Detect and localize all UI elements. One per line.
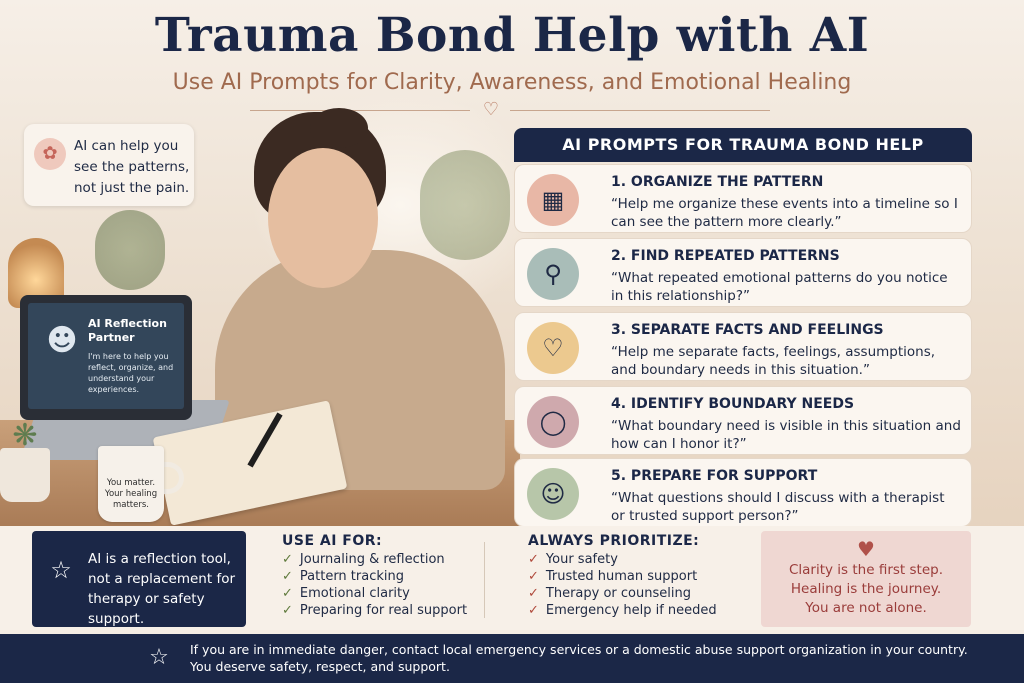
reflection-tool-box: ☆ AI is a reflection tool, not a replace… <box>32 531 246 627</box>
prompt-text: “What repeated emotional patterns do you… <box>611 270 948 304</box>
list-item: ✓Journaling & reflection <box>282 552 445 567</box>
plant-pot <box>0 448 50 502</box>
laptop-text: I'm here to help you reflect, organize, … <box>88 352 174 394</box>
heart-icon: ♡ <box>527 322 579 374</box>
check-icon: ✓ <box>282 586 293 601</box>
footer-text: If you are in immediate danger, contact … <box>190 641 990 675</box>
person-hair-bun <box>310 108 368 148</box>
closing-line: Clarity is the first step. <box>788 562 943 578</box>
check-icon: ✓ <box>528 586 539 601</box>
closing-text: Clarity is the first step. Healing is th… <box>761 561 971 618</box>
mug-text: You matter. Your healing matters. <box>104 478 158 510</box>
use-ai-heading: USE AI FOR: <box>282 533 383 549</box>
list-item: ✓Emergency help if needed <box>528 603 717 618</box>
succulent-icon: ❋ <box>12 418 38 453</box>
shield-star-icon: ☆ <box>149 645 169 670</box>
list-item: ✓Preparing for real support <box>282 603 468 618</box>
prioritize-section: ALWAYS PRIORITIZE: ✓Your safety ✓Trusted… <box>528 533 748 619</box>
closing-box: ♥ Clarity is the first step. Healing is … <box>761 531 971 627</box>
heart-outline-icon: ♡ <box>482 99 500 120</box>
mug-handle <box>160 462 184 494</box>
footer-line: If you are in immediate danger, contact … <box>190 642 968 657</box>
brain-icon: ✿ <box>34 138 66 170</box>
list-item: ✓Your safety <box>528 552 618 567</box>
check-icon: ✓ <box>528 569 539 584</box>
check-icon: ✓ <box>528 552 539 567</box>
prompts-panel-heading: AI PROMPTS FOR TRAUMA BOND HELP <box>514 128 972 162</box>
footer: ☆ If you are in immediate danger, contac… <box>0 634 1024 683</box>
prompt-text: “Help me separate facts, feelings, assum… <box>611 344 936 378</box>
prompt-text: “What boundary need is visible in this s… <box>611 418 961 452</box>
page-title: Trauma Bond Help with AI <box>154 8 870 63</box>
footer-line: You deserve safety, respect, and support… <box>190 659 450 674</box>
magnifier-icon: ⚲ <box>527 248 579 300</box>
shield-star-icon: ☆ <box>50 556 72 584</box>
robot-icon: ☻ <box>46 323 78 358</box>
people-icon: ☺ <box>527 468 579 520</box>
prompt-title: 2. FIND REPEATED PATTERNS <box>611 248 840 264</box>
check-icon: ✓ <box>528 603 539 618</box>
prompt-card: ◯ 4. IDENTIFY BOUNDARY NEEDS “What bound… <box>514 386 972 455</box>
divider <box>250 110 470 111</box>
plant-image <box>95 210 165 290</box>
check-icon: ✓ <box>282 569 293 584</box>
list-item: ✓Emotional clarity <box>282 586 410 601</box>
callout-text: AI can help you see the patterns, not ju… <box>74 138 190 196</box>
prompt-text: “What questions should I discuss with a … <box>611 490 945 524</box>
list-item: ✓Pattern tracking <box>282 569 404 584</box>
prompt-text: “Help me organize these events into a ti… <box>611 196 958 230</box>
prioritize-heading: ALWAYS PRIORITIZE: <box>528 533 700 549</box>
laptop-screen: ☻ AI Reflection Partner I'm here to help… <box>28 303 184 409</box>
list-item: ✓Therapy or counseling <box>528 586 691 601</box>
prompt-card: ▦ 1. ORGANIZE THE PATTERN “Help me organ… <box>514 164 972 233</box>
check-icon: ✓ <box>282 603 293 618</box>
check-icon: ✓ <box>282 552 293 567</box>
prompt-title: 5. PREPARE FOR SUPPORT <box>611 468 818 484</box>
laptop-title: AI Reflection Partner <box>88 317 167 344</box>
divider <box>510 110 770 111</box>
callout-card: ✿ AI can help you see the patterns, not … <box>24 124 194 206</box>
closing-line: You are not alone. <box>805 600 927 616</box>
prompt-card: ☺ 5. PREPARE FOR SUPPORT “What questions… <box>514 458 972 527</box>
prompt-title: 4. IDENTIFY BOUNDARY NEEDS <box>611 396 855 412</box>
use-ai-section: USE AI FOR: ✓Journaling & reflection ✓Pa… <box>282 533 482 619</box>
divider <box>484 542 485 618</box>
person-face <box>268 148 378 288</box>
shield-icon: ◯ <box>527 396 579 448</box>
calendar-icon: ▦ <box>527 174 579 226</box>
reflection-tool-text: AI is a reflection tool, not a replaceme… <box>88 551 236 627</box>
prompt-card: ⚲ 2. FIND REPEATED PATTERNS “What repeat… <box>514 238 972 307</box>
prompt-card: ♡ 3. SEPARATE FACTS AND FEELINGS “Help m… <box>514 312 972 381</box>
laptop: ☻ AI Reflection Partner I'm here to help… <box>20 295 192 420</box>
prompt-title: 3. SEPARATE FACTS AND FEELINGS <box>611 322 884 338</box>
closing-line: Healing is the journey. <box>790 581 942 597</box>
list-item: ✓Trusted human support <box>528 569 698 584</box>
mug <box>98 446 164 522</box>
page-subtitle: Use AI Prompts for Clarity, Awareness, a… <box>172 70 852 95</box>
prompt-title: 1. ORGANIZE THE PATTERN <box>611 174 824 190</box>
heart-icon: ♥ <box>857 537 875 561</box>
plant-image <box>420 150 510 260</box>
